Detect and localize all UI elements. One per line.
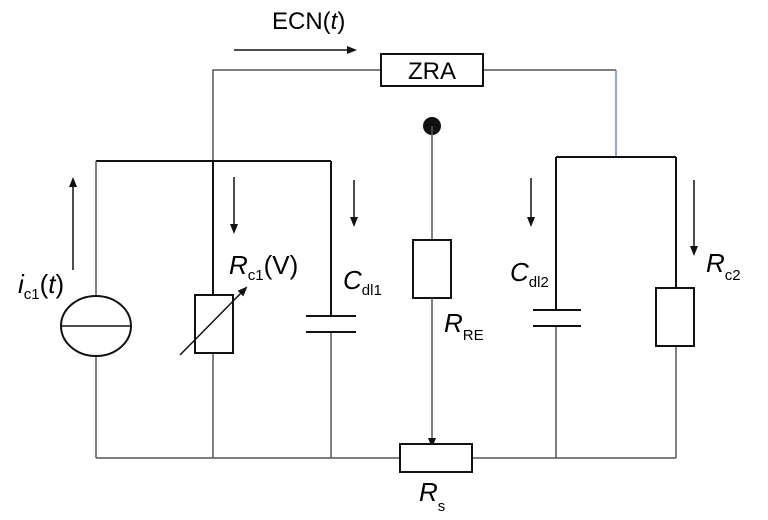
rc1-resistor bbox=[194, 294, 234, 354]
rc2-resistor bbox=[655, 287, 695, 347]
rc2-label: Rc2 bbox=[706, 248, 741, 284]
rs-label: Rs bbox=[419, 477, 445, 515]
rc1-label: Rc1(V) bbox=[229, 250, 298, 284]
rs-resistor bbox=[399, 443, 473, 473]
variable-resistor-arrow bbox=[179, 286, 248, 356]
rre-resistor bbox=[412, 239, 452, 299]
rre-label: RRE bbox=[444, 308, 484, 344]
zra-left-wire bbox=[212, 69, 381, 161]
zra-box bbox=[380, 53, 484, 87]
ecn-label: ECN(t) bbox=[272, 8, 345, 35]
zra-label: ZRA bbox=[408, 58, 456, 85]
ic1-label: ic1(t) bbox=[18, 269, 64, 303]
cdl1-label: Cdl1 bbox=[343, 265, 382, 299]
cdl2-label: Cdl2 bbox=[510, 257, 549, 291]
